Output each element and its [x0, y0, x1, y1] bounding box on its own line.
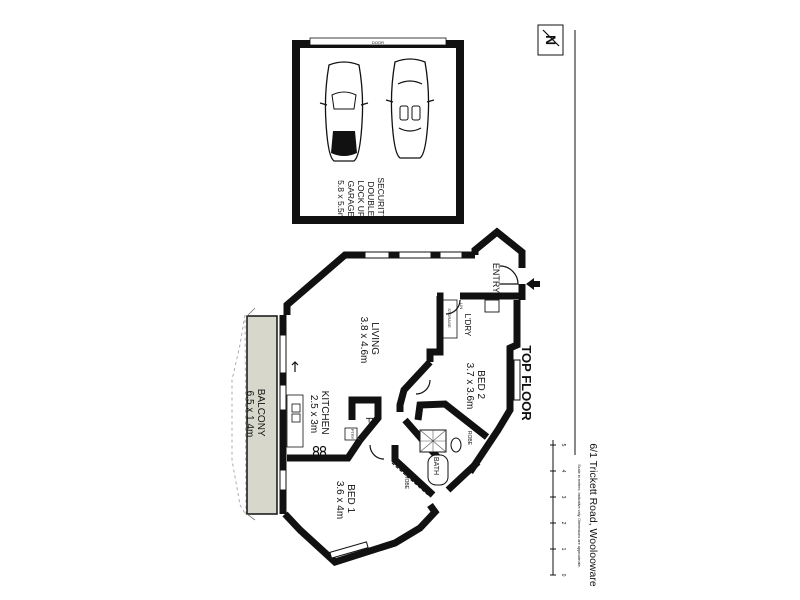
- kitchen-fixtures: [286, 394, 358, 458]
- room-kitchen-size: 2.5 x 3m: [308, 395, 319, 433]
- svg-text:BED 2 3.7 x 3.6m: BED 2 3.7 x 3.6m: [464, 363, 486, 410]
- sink-icon: [291, 403, 301, 413]
- svg-text:SECURITY DOUBLE: SECURITY DOUBLE LOCK UP GARAGE 5.8 x 5.5…: [336, 177, 386, 222]
- sink-icon: [291, 413, 301, 423]
- bed2-door: [415, 379, 431, 395]
- scale-tick-label: 2: [560, 522, 566, 525]
- doors: [369, 265, 519, 460]
- bathtub-icon: [427, 454, 449, 486]
- windows: [279, 251, 521, 559]
- room-entry-name: ENTRY: [491, 263, 501, 293]
- scale-bar: 0 1 2 3 4 5: [550, 440, 566, 577]
- linen-label: LIN: [459, 303, 464, 309]
- north-arrow-icon: [542, 29, 560, 47]
- room-bed2-size: 3.7 x 3.6m: [464, 363, 475, 410]
- fridge-label: F: [363, 417, 374, 423]
- compass-north: N: [543, 35, 559, 45]
- room-laundry-name: L'DRY: [463, 314, 472, 337]
- svg-text:LIVING 3.8 x 4.6m: LIVING 3.8 x 4.6m: [358, 317, 380, 364]
- up-arrow-icon: [291, 361, 299, 372]
- room-balcony-name: BALCONY: [255, 389, 266, 437]
- disclaimer: Scale in metres. Indicative only. Dimens…: [577, 464, 581, 568]
- svg-text:KITCHEN 2.5 x 3m: KITCHEN 2.5 x 3m: [308, 391, 330, 438]
- laundry-door: [445, 299, 461, 315]
- room-robe-2-name: ROBE: [466, 431, 472, 446]
- garage-label-line: DOUBLE: [366, 181, 376, 216]
- address: 6/1 Trickett Road, Woolooware: [587, 443, 599, 587]
- garage-label-line: 5.8 x 5.5m: [336, 180, 346, 220]
- room-bed2-name: BED 2: [475, 370, 486, 399]
- storage-label: STORAGE: [447, 308, 452, 328]
- garage-door-label: DOOR: [372, 40, 384, 45]
- svg-text:BALCONY 6.5 x 1.4m: BALCONY 6.5 x 1.4m: [244, 389, 266, 439]
- room-bed1-name: BED 1: [345, 484, 356, 513]
- car-icon: [385, 58, 435, 159]
- scale-tick-label: 3: [560, 496, 566, 499]
- bed1-door: [369, 444, 385, 460]
- laundry-tub-icon: [484, 299, 500, 313]
- pantry-box: [344, 427, 358, 441]
- room-living-size: 3.8 x 4.6m: [358, 317, 369, 364]
- robe-rails: [391, 407, 485, 496]
- balcony: [231, 307, 278, 521]
- scale-tick-label: 0: [560, 574, 566, 577]
- pantry-label: PTRY: [350, 429, 355, 440]
- car-icon: [319, 61, 369, 162]
- room-robe-1-name: ROBE: [403, 475, 409, 490]
- room-balcony-size: 6.5 x 1.4m: [244, 391, 255, 438]
- garage-label-line: GARAGE: [346, 181, 356, 218]
- garage-door: [309, 37, 447, 46]
- storage-cupboard: [442, 299, 458, 339]
- room-kitchen-name: KITCHEN: [319, 391, 330, 435]
- garage: DOOR SECURITY DOUBLE LOCK UP GARAGE 5.8 …: [292, 37, 464, 224]
- entry-arrow-icon: [526, 278, 540, 290]
- garage-label-line: LOCK UP: [356, 180, 366, 218]
- garage-label-line: SECURITY: [376, 177, 386, 220]
- scale-tick-label: 1: [560, 548, 566, 551]
- compass: N: [537, 24, 564, 56]
- scale-tick-label: 4: [560, 470, 566, 473]
- entry-door: [499, 265, 519, 285]
- svg-text:BED 1 3.6 x 4m: BED 1 3.6 x 4m: [334, 481, 356, 519]
- scale-tick-label: 5: [560, 444, 566, 447]
- room-living-name: LIVING: [369, 322, 380, 355]
- room-bed1-size: 3.6 x 4m: [334, 481, 345, 519]
- bath-fixtures: [419, 429, 462, 486]
- cooktop-icon: [312, 445, 327, 458]
- room-bath-name: BATH: [432, 457, 439, 475]
- floor-title: TOP FLOOR: [519, 345, 534, 421]
- toilet-icon: [450, 437, 462, 453]
